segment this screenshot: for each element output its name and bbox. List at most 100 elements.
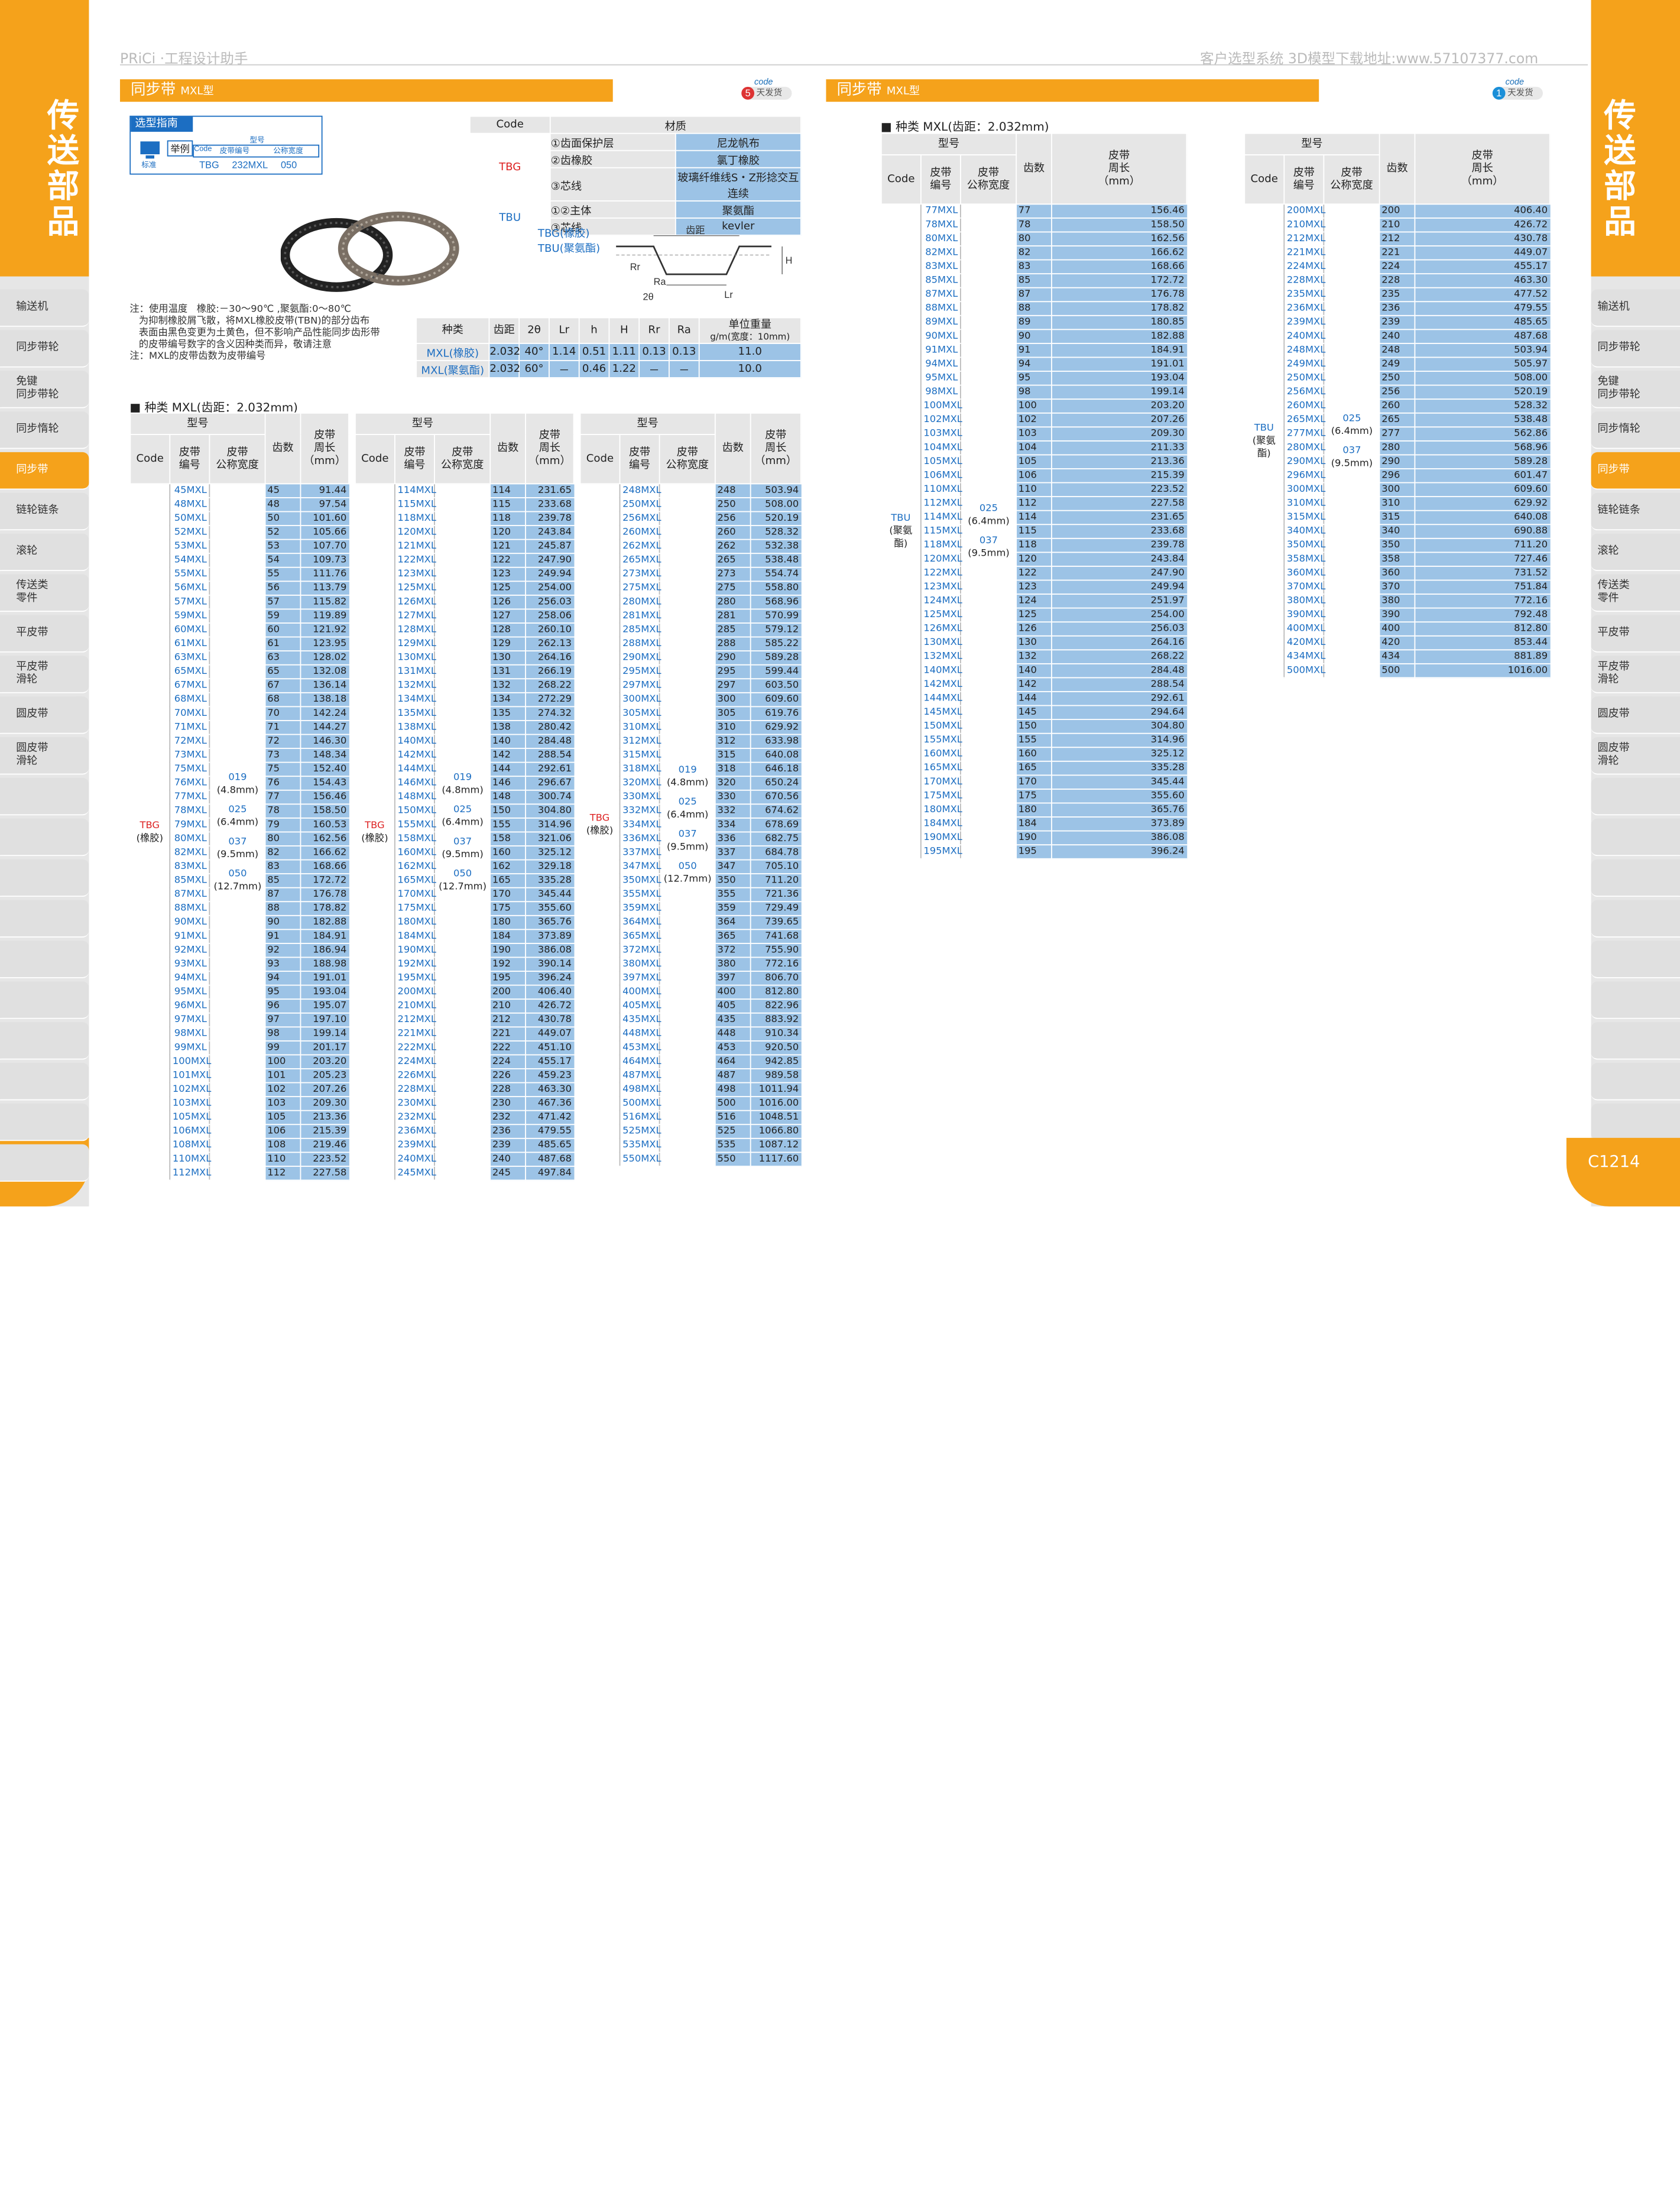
length-value: 1117.60 [750,1152,801,1167]
nav-item[interactable]: 同步带轮 [1591,330,1680,368]
teeth-value: 128 [490,622,526,638]
nav-item[interactable]: 滚轮 [0,533,89,572]
length-value: 213.36 [1051,455,1187,469]
belt-number: 60MXL [170,622,210,638]
nav-item[interactable]: 平皮带 滑轮 [1591,656,1680,693]
belt-number: 150MXL [920,719,962,734]
nav-item[interactable]: 平皮带 滑轮 [0,656,89,693]
nav-item[interactable]: 圆皮带 滑轮 [0,737,89,775]
belt-number: 224MXL [1284,260,1325,274]
width-code: 050 [453,868,472,880]
belt-number: 101MXL [170,1068,211,1084]
belt-number: 112MXL [920,497,962,511]
teeth-value: 48 [265,497,301,513]
length-value: 294.64 [1051,705,1187,720]
belt-number: 290MXL [620,651,661,666]
nav-item[interactable]: 链轮链条 [1591,492,1680,531]
width-mm: (12.7mm) [663,874,712,886]
spec-cell: － [669,360,700,378]
nav-item[interactable]: 免键 同步带轮 [0,371,89,408]
teeth-value: 195 [1016,845,1052,860]
teeth-value: 236 [1379,301,1416,316]
col-header-width: 皮带 公称宽度 [659,434,716,485]
spec-cell: 40° [518,343,550,361]
belt-number: 55MXL [170,567,210,582]
nav-item[interactable]: 同步带 [0,452,89,490]
pitch-label: 齿距 [686,225,705,236]
belt-number: 106MXL [920,468,962,484]
length-value: 195.07 [300,999,349,1014]
length-value: 292.61 [526,762,574,777]
nav-item[interactable]: 同步带 [1591,452,1680,490]
nav-item[interactable]: 滚轮 [1591,533,1680,572]
width-code: 025 [453,804,472,815]
width-option: 025(6.4mm) [212,803,263,829]
nav-item-label: 同步惰轮 [1597,423,1640,435]
length-value: 162.56 [300,832,349,846]
teeth-value: 235 [1379,287,1416,303]
nav-item[interactable]: 圆皮带 [0,696,89,734]
nav-item[interactable]: 传送类 零件 [1591,574,1680,612]
nav-item[interactable]: 圆皮带 滑轮 [1591,737,1680,775]
width-code: 037 [1342,445,1361,456]
nav-item[interactable]: 平皮带 [1591,615,1680,653]
belt-number: 144MXL [920,691,962,706]
belt-number: 295MXL [620,664,661,680]
teeth-value: 127 [490,609,526,624]
belt-number: 400MXL [1284,622,1325,637]
teeth-value: 101 [265,1068,301,1084]
nav-item[interactable]: 圆皮带 [1591,696,1680,734]
nav-item[interactable]: 同步惰轮 [0,411,89,449]
belt-number: 170MXL [920,775,962,790]
length-value: 1016.00 [1415,663,1550,679]
teeth-value: 210 [1379,218,1416,233]
belt-number: 70MXL [170,706,210,721]
length-value: 329.18 [526,860,574,874]
teeth-value: 400 [715,985,751,1000]
width-option: 050(12.7mm) [212,867,263,893]
teeth-value: 122 [490,553,526,568]
nav-item[interactable]: 输送机 [0,289,89,327]
nav-item[interactable]: 免键 同步带轮 [1591,371,1680,408]
width-option: 019(4.8mm) [662,764,713,790]
teeth-value: 318 [715,762,751,777]
length-value: 146.30 [300,734,349,749]
length-value: 508.00 [750,497,801,513]
teeth-value: 61 [265,637,301,651]
nav-item[interactable]: 链轮链条 [0,492,89,531]
teeth-value: 360 [1379,566,1416,581]
nav-item[interactable]: 同步带轮 [0,330,89,368]
nav-item[interactable]: 输送机 [1591,289,1680,327]
length-value: 386.08 [526,943,574,958]
teeth-value: 56 [265,581,301,596]
spec-cell: 60° [518,360,550,378]
belt-number: 320MXL [620,776,661,791]
nav-item[interactable]: 平皮带 [0,615,89,653]
spec-cell: 0.51 [578,343,610,361]
nav-item[interactable]: 同步惰轮 [1591,411,1680,449]
col-header-width: 皮带 公称宽度 [1323,154,1380,205]
belt-number: 190MXL [920,831,962,846]
belt-number: 277MXL [1284,427,1325,442]
teeth-value: 148 [490,790,526,805]
length-value: 755.90 [750,943,801,958]
belt-number: 99MXL [170,1040,210,1056]
code-cell: TBG(橡胶) [580,484,621,1167]
nav-item[interactable]: 传送类 零件 [0,574,89,612]
belt-number: 124MXL [920,594,962,609]
